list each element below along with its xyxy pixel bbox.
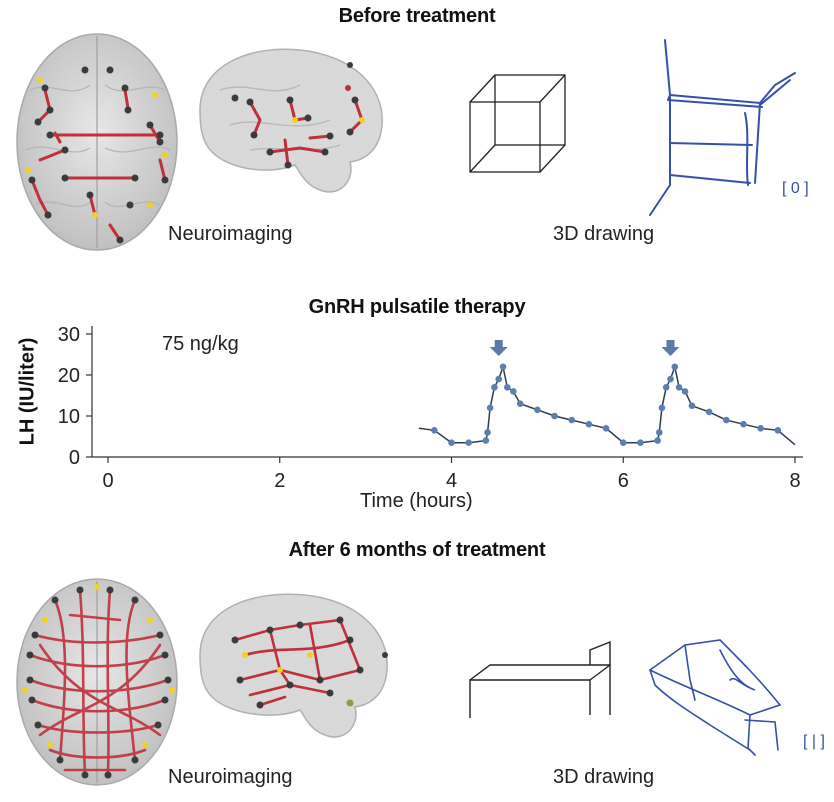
lh-data-point: [619, 439, 627, 446]
lh-data-point: [504, 384, 511, 391]
brain-side-view-before: [199, 48, 383, 193]
lh-data-point: [495, 375, 503, 383]
drawing-caption-after: 3D drawing: [553, 766, 655, 788]
lh-series-line: [418, 364, 796, 446]
x-axis-label: Time (hours): [360, 490, 473, 512]
lh-data-point: [637, 439, 644, 446]
x-tick-label-0: 0: [102, 470, 113, 492]
after-treatment-title: After 6 months of treatment: [288, 539, 546, 561]
lh-chart: 0 10 20 30 0 2 4 6 8: [58, 324, 803, 492]
drawing-caption-before: 3D drawing: [553, 223, 655, 245]
lh-data-point: [740, 420, 747, 428]
neuroimaging-caption-after: Neuroimaging: [168, 766, 293, 788]
reference-cube-before: [469, 74, 566, 173]
dose-label: 75 ng/kg: [162, 333, 239, 355]
lh-data-point: [602, 425, 610, 432]
brain-side-view-after: [199, 593, 388, 738]
lh-data-point: [656, 429, 663, 436]
lh-data-point: [654, 437, 661, 444]
y-axis-label: LH (IU/liter): [16, 337, 39, 446]
lh-data-point: [671, 363, 679, 371]
drawing-scale-label-before: [ 0 ]: [782, 180, 809, 197]
lh-data-point: [482, 437, 490, 444]
lh-data-point: [681, 388, 689, 395]
lh-data-point: [499, 363, 507, 371]
brain-top-view-after: [16, 578, 178, 786]
y-tick-label-2: 20: [58, 365, 80, 387]
neuroimaging-caption-before: Neuroimaging: [168, 223, 293, 245]
y-tick-label-0: 0: [69, 447, 80, 469]
lh-data-point: [491, 384, 498, 391]
y-tick-label-3: 30: [58, 324, 80, 346]
x-tick-label-4: 8: [789, 470, 800, 492]
lh-data-point: [486, 404, 494, 412]
lh-data-point: [568, 416, 576, 424]
y-tick-label-1: 10: [58, 406, 80, 428]
x-tick-label-2: 4: [446, 470, 457, 492]
lh-data-point: [516, 400, 524, 407]
lh-data-point: [431, 427, 438, 434]
lh-data-point: [484, 429, 491, 436]
brain-top-view-before: [16, 33, 178, 251]
lh-data-point: [662, 384, 670, 391]
reference-shape-after: [469, 640, 611, 718]
lh-data-point: [757, 425, 764, 432]
lh-data-point: [551, 412, 558, 420]
patient-drawing-before: [649, 39, 796, 216]
drawing-scale-label-after: [ | ]: [803, 733, 825, 750]
lh-data-point: [723, 416, 730, 424]
lh-data-point: [705, 408, 713, 416]
lh-data-point: [667, 375, 674, 383]
lh-data-point: [658, 404, 666, 412]
lh-data-point: [688, 402, 696, 410]
lh-data-point: [675, 384, 683, 391]
lh-data-point: [448, 439, 455, 446]
lh-data-point: [774, 427, 782, 434]
before-treatment-title: Before treatment: [338, 5, 496, 27]
x-tick-label-3: 6: [618, 470, 629, 492]
lh-data-point: [534, 406, 541, 414]
lh-data-point: [585, 420, 593, 428]
lh-data-point: [465, 439, 472, 446]
pulse-arrow-0: [489, 340, 508, 356]
therapy-title: GnRH pulsatile therapy: [308, 296, 526, 318]
x-tick-label-1: 2: [274, 470, 285, 492]
patient-drawing-after: [649, 639, 781, 756]
pulse-arrow-1: [661, 340, 680, 356]
lh-data-point: [510, 388, 517, 395]
